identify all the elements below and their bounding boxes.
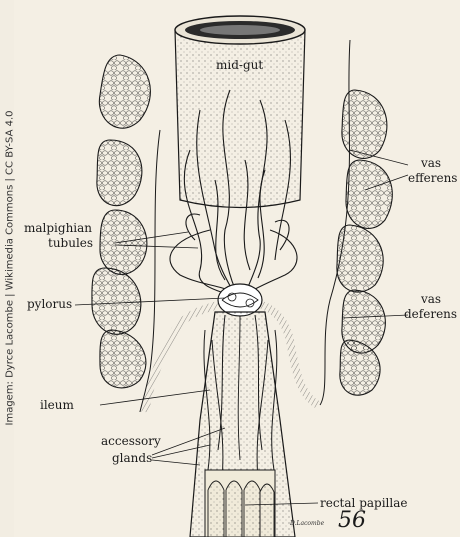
- mid-gut-shape: [175, 16, 305, 208]
- label-accessory-1: accessory: [101, 434, 161, 448]
- label-malpighian-2: tubules: [48, 236, 93, 250]
- right-testis-shape: [337, 90, 392, 395]
- label-vas-efferens-1: vas: [421, 156, 441, 170]
- label-accessory-2: glands: [112, 451, 152, 465]
- label-ileum: ileum: [40, 398, 74, 412]
- label-vas-efferens-2: efferens: [408, 171, 457, 185]
- label-pylorus: pylorus: [27, 297, 72, 311]
- label-vas-deferens-2: deferens: [404, 307, 457, 321]
- label-malpighian-1: malpighian: [24, 221, 92, 235]
- left-testis-shape: [92, 55, 150, 388]
- plate-number: 56: [338, 508, 366, 533]
- label-mid-gut: mid-gut: [216, 58, 263, 72]
- rectal-papillae-shape: [205, 470, 275, 537]
- artist-signature: D.Lacombe: [290, 520, 324, 527]
- label-vas-deferens-1: vas: [421, 292, 441, 306]
- pylorus-shape: [218, 284, 262, 316]
